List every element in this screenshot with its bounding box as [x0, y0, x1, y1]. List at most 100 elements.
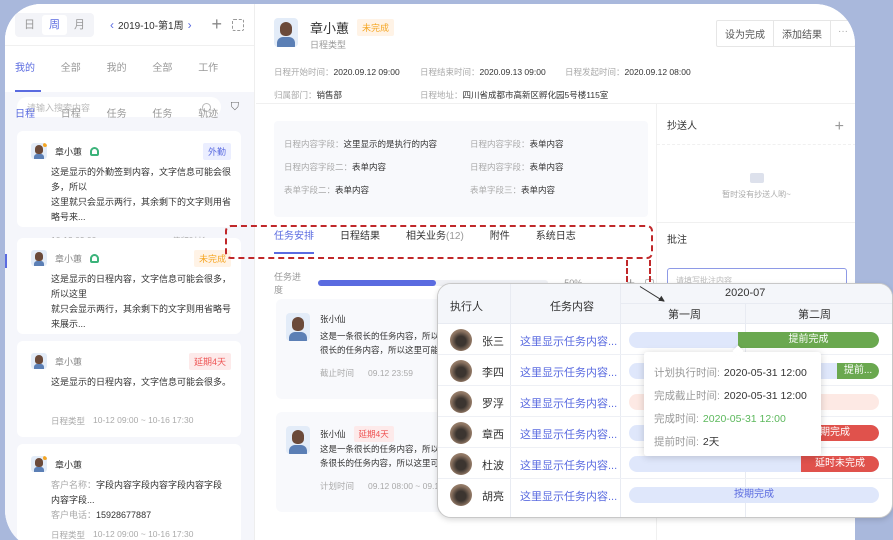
detail-header: 章小蕙 未完成 日程类型 设为完成 添加结果 ··· 日程开始时间：2020.0… [256, 4, 855, 104]
meta-address: 日程地址：四川省成都市高新区孵化园5号楼115室 [420, 90, 609, 100]
gantt-row[interactable]: 胡亮 这里显示任务内容... 按期完成 [438, 479, 892, 510]
card-content: 这是显示的日程内容，文字信息可能会很多。 [51, 377, 232, 387]
task-link[interactable]: 这里显示任务内容... [520, 336, 618, 348]
annotation-title: 批注 [667, 235, 687, 246]
tab-attachments[interactable]: 附件 [489, 231, 510, 242]
meta-start-time: 日程开始时间：2020.09.12 09:00 [274, 67, 400, 77]
avatar [450, 360, 472, 382]
avatar [450, 329, 472, 351]
schedule-card[interactable]: 章小蕙 未完成 这是显示的日程内容，文字信息可能会很多，所以这里 就只会显示两行… [5, 238, 241, 353]
tab-my-tasks[interactable]: 我的任务 [106, 63, 127, 120]
avatar [31, 456, 47, 472]
search-input[interactable]: 请输入搜索内容 [17, 97, 221, 117]
add-icon[interactable]: + [211, 14, 222, 34]
search-row: 请输入搜索内容 ⛉ [17, 97, 239, 117]
field-item: 日程内容字段：表单内容 [470, 162, 564, 172]
schedule-card[interactable]: 章小蕙 客户名称：字段内容字段内容字段内容字段内容字段... 客户电话：1592… [17, 444, 241, 540]
field-item: 日程内容字段：这里显示的是执行的内容 [284, 139, 438, 149]
task-link[interactable]: 这里显示任务内容... [520, 367, 618, 379]
tab-work-track[interactable]: 工作轨迹 [198, 63, 219, 120]
card-time: 10-12 09:00 ~ 10-16 17:30 [93, 415, 194, 425]
avatar [274, 18, 298, 47]
cc-section-title: 抄送人 + [657, 104, 855, 136]
tooltip-planned-time: 计划执行时间:2020-05-31 12:00 [654, 367, 807, 379]
task-content: 这是一条很长的任务内容，所以这里条很长的任务内容，所以这里可能显 [320, 444, 457, 468]
avatar [450, 484, 472, 506]
active-indicator [5, 254, 7, 268]
tab-task-arrangement[interactable]: 任务安排 [274, 226, 314, 256]
add-result-button[interactable]: 添加结果 [774, 21, 831, 46]
card-content: 这是显示的日程内容，文字信息可能会很多，所以这里 就只会显示两行，其余剩下的文字… [51, 274, 232, 329]
card-type: 日程类型 [51, 416, 86, 426]
view-month[interactable]: 月 [74, 18, 85, 31]
view-mode-switch: 日 周 月 [15, 12, 94, 37]
card-user-name: 章小蕙 [55, 356, 83, 367]
gantt-month: 2020-07 [725, 287, 766, 299]
filter-icon[interactable]: ⛉ [230, 100, 239, 113]
task-content: 这是一条很长的任务内容，所以这里很长的任务内容，所以这里可能显示 [320, 331, 457, 355]
field-item: 表单字段三：表单内容 [470, 185, 556, 195]
detail-tabs: 任务安排 日程结果 相关业务(12) 附件 系统日志 [274, 226, 602, 256]
scan-icon[interactable] [232, 18, 244, 31]
card-user-name: 章小蕙 [55, 459, 83, 470]
status-badge: 延期4天 [188, 352, 231, 370]
view-day[interactable]: 日 [24, 18, 35, 31]
avatar [31, 353, 47, 369]
avatar [450, 391, 472, 413]
header-actions: 设为完成 添加结果 ··· [716, 20, 855, 47]
search-icon[interactable] [201, 102, 211, 112]
next-week-icon[interactable]: › [187, 17, 192, 32]
gantt-row[interactable]: 杜波 这里显示任务内容... 延时未完成 [438, 448, 892, 479]
empty-inbox-icon [749, 173, 764, 183]
card-time: 10-12 09:00 ~ 10-16 17:30 [93, 529, 194, 539]
tab-all-tasks[interactable]: 全部任务 [152, 63, 173, 120]
gantt-bar[interactable]: 提前完成 [629, 332, 879, 348]
tab-system-log[interactable]: 系统日志 [535, 231, 576, 242]
schedule-card[interactable]: 章小蕙 延期4天 这是显示的日程内容，文字信息可能会很多。 日程类型 10-12… [17, 341, 241, 437]
tooltip-completed-time: 完成时间:2020-05-31 12:00 [654, 413, 786, 425]
task-link[interactable]: 这里显示任务内容... [520, 491, 618, 503]
avatar [450, 453, 472, 475]
status-badge: 未完成 [193, 249, 231, 267]
tab-my-schedule[interactable]: 我的日程 [15, 46, 41, 120]
tooltip-ahead-time: 提前时间:2天 [654, 436, 720, 448]
status-badge: 延期4天 [353, 426, 394, 442]
status-badge: 未完成 [357, 19, 395, 36]
week-label: 2019-10-第1周 [118, 21, 184, 32]
schedule-card[interactable]: 章小蕙 外勤 这是显示的外勤签到内容，文字信息可能会很多，所以 这里就只会显示两… [17, 131, 241, 246]
search-placeholder: 请输入搜索内容 [27, 102, 91, 113]
more-button[interactable]: ··· [838, 26, 848, 37]
tab-schedule-result[interactable]: 日程结果 [340, 231, 380, 242]
form-fields: 日程内容字段：这里显示的是执行的内容 日程内容字段：表单内容 日程内容字段二：表… [274, 121, 648, 217]
tabs-highlight [225, 225, 653, 259]
gantt-header: 执行人 任务内容 2020-07 第一周 第二周 [438, 284, 892, 324]
view-week[interactable]: 周 [42, 14, 67, 35]
card-user-name: 章小蕙 [55, 253, 83, 264]
schedule-list-panel: 日 周 月 ‹ 2019-10-第1周 › + 我的日程 全部日程 我的任务 全… [5, 4, 255, 540]
gantt-bar[interactable]: 按期完成 [629, 487, 879, 503]
gantt-row[interactable]: 张三 这里显示任务内容... 提前完成 [438, 324, 892, 355]
avatar [286, 313, 310, 341]
tab-all-schedule[interactable]: 全部日程 [60, 63, 81, 120]
status-badge: 外勤 [202, 142, 231, 160]
mark-complete-button[interactable]: 设为完成 [717, 21, 774, 46]
progress-bar [317, 280, 549, 286]
card-content: 这是显示的外勤签到内容，文字信息可能会很多，所以 这里就只会显示两行，其余剩下的… [51, 167, 232, 222]
card-type: 日程类型 [51, 530, 86, 540]
prev-week-icon[interactable]: ‹ [110, 17, 114, 32]
week-2: 第二周 [798, 309, 831, 321]
col-assignee: 执行人 [450, 301, 483, 313]
cc-empty-state: 暂时没有抄送人哟~ [657, 144, 855, 222]
task-link[interactable]: 这里显示任务内容... [520, 429, 618, 441]
tab-related-business[interactable]: 相关业务(12) [406, 231, 464, 242]
add-cc-icon[interactable]: + [834, 118, 844, 135]
location-icon [90, 146, 100, 156]
task-link[interactable]: 这里显示任务内容... [520, 398, 618, 410]
left-tabs: 我的日程 全部日程 我的任务 全部任务 工作轨迹 [5, 46, 254, 120]
avatar [31, 250, 47, 266]
task-link[interactable]: 这里显示任务内容... [520, 460, 618, 472]
detail-user-name: 章小蕙 [310, 21, 350, 36]
gantt-bar[interactable]: 延时未完成 [629, 456, 879, 472]
field-item: 表单字段二：表单内容 [284, 185, 370, 195]
progress-label: 任务进度 [274, 272, 302, 295]
